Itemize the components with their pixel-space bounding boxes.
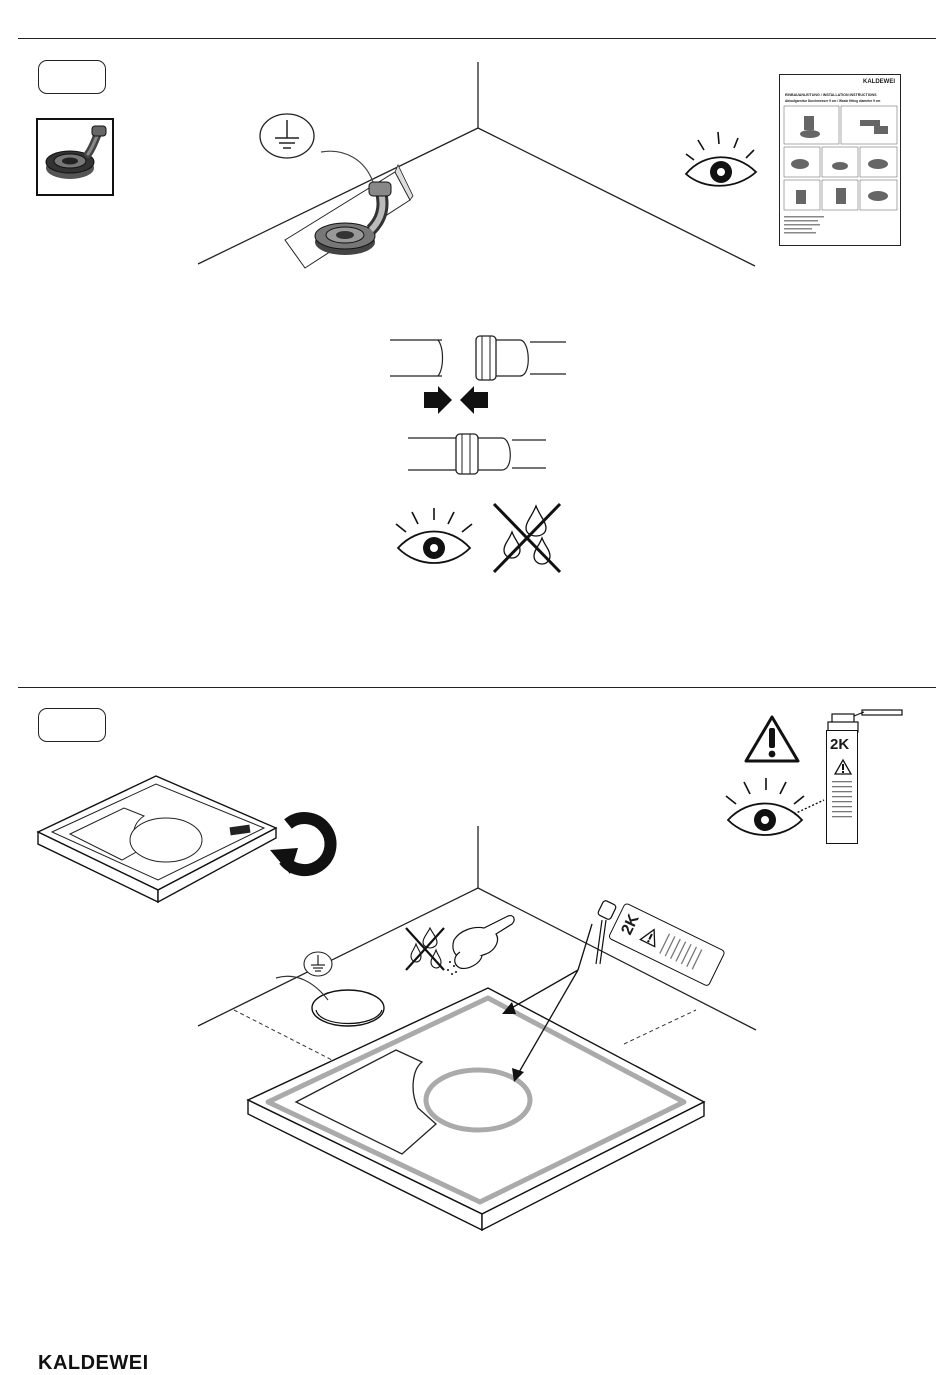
cleaning-hand-icon [446,910,518,978]
warning-icon [744,714,800,764]
warning-icon [639,925,663,949]
top-divider [18,38,936,39]
no-water-icon [404,924,446,972]
arrow-right-icon [424,386,452,414]
section-divider [18,687,936,688]
no-leak-icon [492,502,562,574]
step-badge-1 [38,60,106,94]
manual-diagram-grid [784,106,897,240]
ground-symbol-icon [302,950,334,978]
adhesive-cartridge-upright: 2K [824,706,904,846]
warning-icon [834,759,852,775]
tray-installation-drawing [196,824,758,1232]
manual-title: EINBAUANLEITUNG / INSTALLATION INSTRUCTI… [785,93,897,97]
eye-icon [682,128,760,192]
cartridge-nozzle [590,900,624,970]
manual-subtitle: Ablaufgarnitur Durchmesser 9 cm / Waste … [785,99,897,103]
waste-fitting-thumbnail [36,118,114,196]
installation-manual-thumbnail: KALDEWEI EINBAUANLEITUNG / INSTALLATION … [779,74,901,246]
manual-brand: KALDEWEI [863,79,895,85]
cartridge-body: 2K [826,730,858,844]
brand-logo: KALDEWEI [38,1352,149,1375]
pipe-connection-diagram [390,336,566,476]
step-badge-2 [38,708,106,742]
cartridge-label-2k: 2K [830,736,849,753]
eye-icon [392,506,476,570]
arrow-left-icon [460,386,488,414]
ground-symbol-icon [258,112,316,160]
cartridge-text-lines [832,781,854,835]
floor-installation-drawing [195,60,760,270]
